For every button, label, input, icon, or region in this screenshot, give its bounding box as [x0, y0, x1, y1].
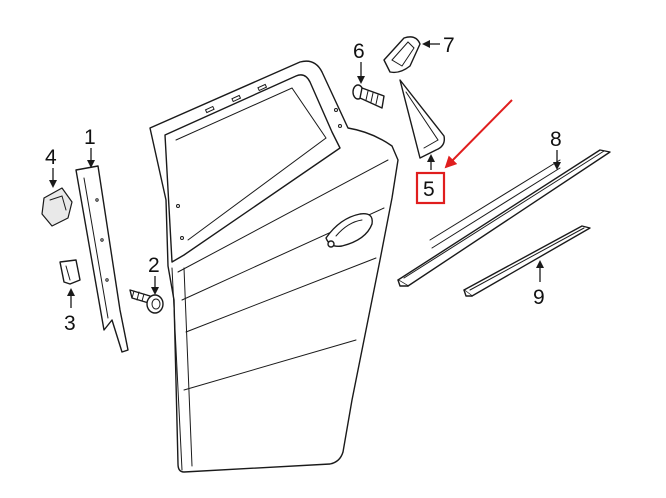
belt-molding-part-9: [463, 225, 591, 297]
callout-6: 6: [353, 40, 365, 63]
callout-5-highlight-box: [415, 171, 446, 205]
callout-8: 8: [550, 128, 562, 151]
callout-2: 2: [148, 254, 160, 277]
clip-part-3: [59, 259, 81, 285]
bracket-part-4: [41, 187, 73, 227]
cap-part-7: [383, 36, 421, 74]
highlight-arrow: [444, 99, 513, 169]
callout-5: 5: [423, 178, 435, 201]
rear-door-shell: [149, 60, 399, 473]
callout-3: 3: [64, 312, 76, 335]
callout-7: 7: [443, 34, 455, 57]
screw-part-6: [352, 84, 385, 109]
callout-4: 4: [45, 146, 57, 169]
belt-molding-part-8: [397, 149, 611, 287]
bolt-part-2: [129, 289, 164, 314]
pillar-trim-part-1: [75, 165, 129, 353]
triangle-trim-part-5: [399, 79, 446, 159]
callout-1: 1: [84, 126, 96, 149]
callout-9: 9: [533, 286, 545, 309]
